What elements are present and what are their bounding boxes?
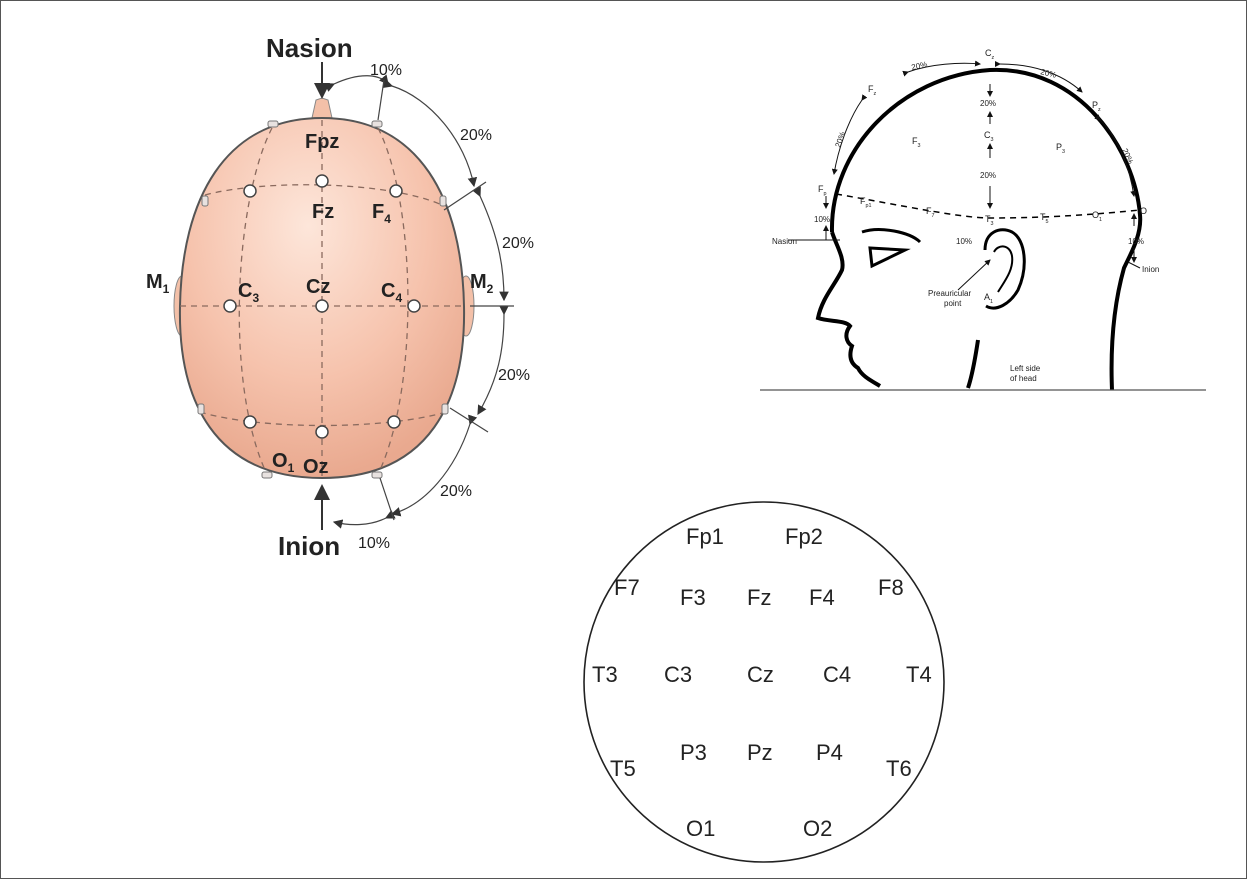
map-f3: F3: [680, 585, 706, 610]
pct-top-10: 10%: [370, 62, 402, 79]
side-label-f7: F7: [926, 206, 935, 219]
side-pct-20-a: 20%: [911, 60, 929, 72]
map-c4: C4: [823, 662, 851, 687]
map-o2: O2: [803, 816, 832, 841]
pct-right-20-lower: 20%: [440, 483, 472, 500]
side-label-nasion: Nasion: [772, 237, 797, 246]
side-label-fp: Fp: [818, 184, 827, 197]
map-t6: T6: [886, 756, 912, 781]
label-fz: Fz: [312, 201, 334, 223]
top-view-diagram: Nasion Inion Fpz Fz F4 C3 Cz C4 M1 M2 O1…: [146, 33, 534, 561]
eye: [870, 248, 905, 266]
label-cz: Cz: [306, 276, 330, 298]
label-inion: Inion: [278, 531, 340, 561]
side-label-preauricular-2: point: [944, 299, 962, 308]
side-caption-2: of head: [1010, 374, 1037, 383]
side-label-preauricular-1: Preauricular: [928, 289, 971, 298]
brow: [862, 230, 920, 242]
map-p3: P3: [680, 740, 707, 765]
side-label-fp1: Fp1: [860, 196, 872, 209]
map-c3: C3: [664, 662, 692, 687]
nose: [312, 98, 332, 118]
label-oz: Oz: [303, 456, 329, 478]
map-f7: F7: [614, 575, 640, 600]
side-label-f3: F3: [912, 136, 921, 149]
label-fpz: Fpz: [305, 131, 339, 153]
side-pct-10-front: 10%: [814, 215, 830, 224]
side-view-diagram: Cz Fz Pz F3 P3 C3 Fp Fp1 F7 T3 T5 O1 O A…: [760, 48, 1206, 390]
electrode-p4: [388, 416, 400, 428]
electrode-p3: [244, 416, 256, 428]
pct-right-20-mid-upper: 20%: [502, 235, 534, 252]
map-cz: Cz: [747, 662, 774, 687]
map-t5: T5: [610, 756, 636, 781]
label-m1: M1: [146, 271, 170, 296]
ear-outline: [985, 230, 1024, 308]
electrode-f3: [244, 185, 256, 197]
side-label-fz-upper: Fz: [868, 84, 877, 97]
side-pct-10-ear: 10%: [956, 237, 972, 246]
map-pz: Pz: [747, 740, 773, 765]
side-label-p3: P3: [1056, 142, 1065, 155]
map-fz: Fz: [747, 585, 771, 610]
map-p4: P4: [816, 740, 843, 765]
side-label-inion: Inion: [1142, 265, 1159, 274]
map-f4: F4: [809, 585, 835, 610]
electrode-c3: [224, 300, 236, 312]
side-label-a1: A1: [984, 292, 993, 305]
side-label-t5: T5: [1040, 212, 1049, 225]
pct-right-20-mid-lower: 20%: [498, 367, 530, 384]
map-f8: F8: [878, 575, 904, 600]
pct-right-20-upper: 20%: [460, 127, 492, 144]
side-label-o: O: [1140, 206, 1147, 216]
electrode-cz: [316, 300, 328, 312]
label-m2: M2: [470, 271, 494, 296]
side-caption-1: Left side: [1010, 364, 1041, 373]
side-pct-20-c: 20%: [833, 131, 847, 149]
map-t3: T3: [592, 662, 618, 687]
map-o1: O1: [686, 816, 715, 841]
electrode-pz: [316, 426, 328, 438]
electrode-c4: [408, 300, 420, 312]
side-pct-10-back: 10%: [1128, 237, 1144, 246]
electrode-fz: [316, 175, 328, 187]
map-t4: T4: [906, 662, 932, 687]
map-fp2: Fp2: [785, 524, 823, 549]
pct-bottom-10: 10%: [358, 535, 390, 552]
side-pct-20-e: 20%: [980, 99, 996, 108]
side-label-o1: O1: [1092, 210, 1102, 223]
electrode-f4: [390, 185, 402, 197]
ear-inner: [994, 246, 1012, 292]
side-pct-20-f: 20%: [980, 171, 996, 180]
neck-front: [968, 340, 978, 388]
circle-map-diagram: Fp1 Fp2 F7 F3 Fz F4 F8 T3 C3 Cz C4 T4 T5…: [584, 502, 944, 862]
map-fp1: Fp1: [686, 524, 724, 549]
side-label-t3: T3: [985, 214, 994, 227]
side-label-cz: Cz: [985, 48, 995, 61]
side-label-c3: C3: [984, 130, 994, 143]
label-nasion: Nasion: [266, 33, 353, 63]
